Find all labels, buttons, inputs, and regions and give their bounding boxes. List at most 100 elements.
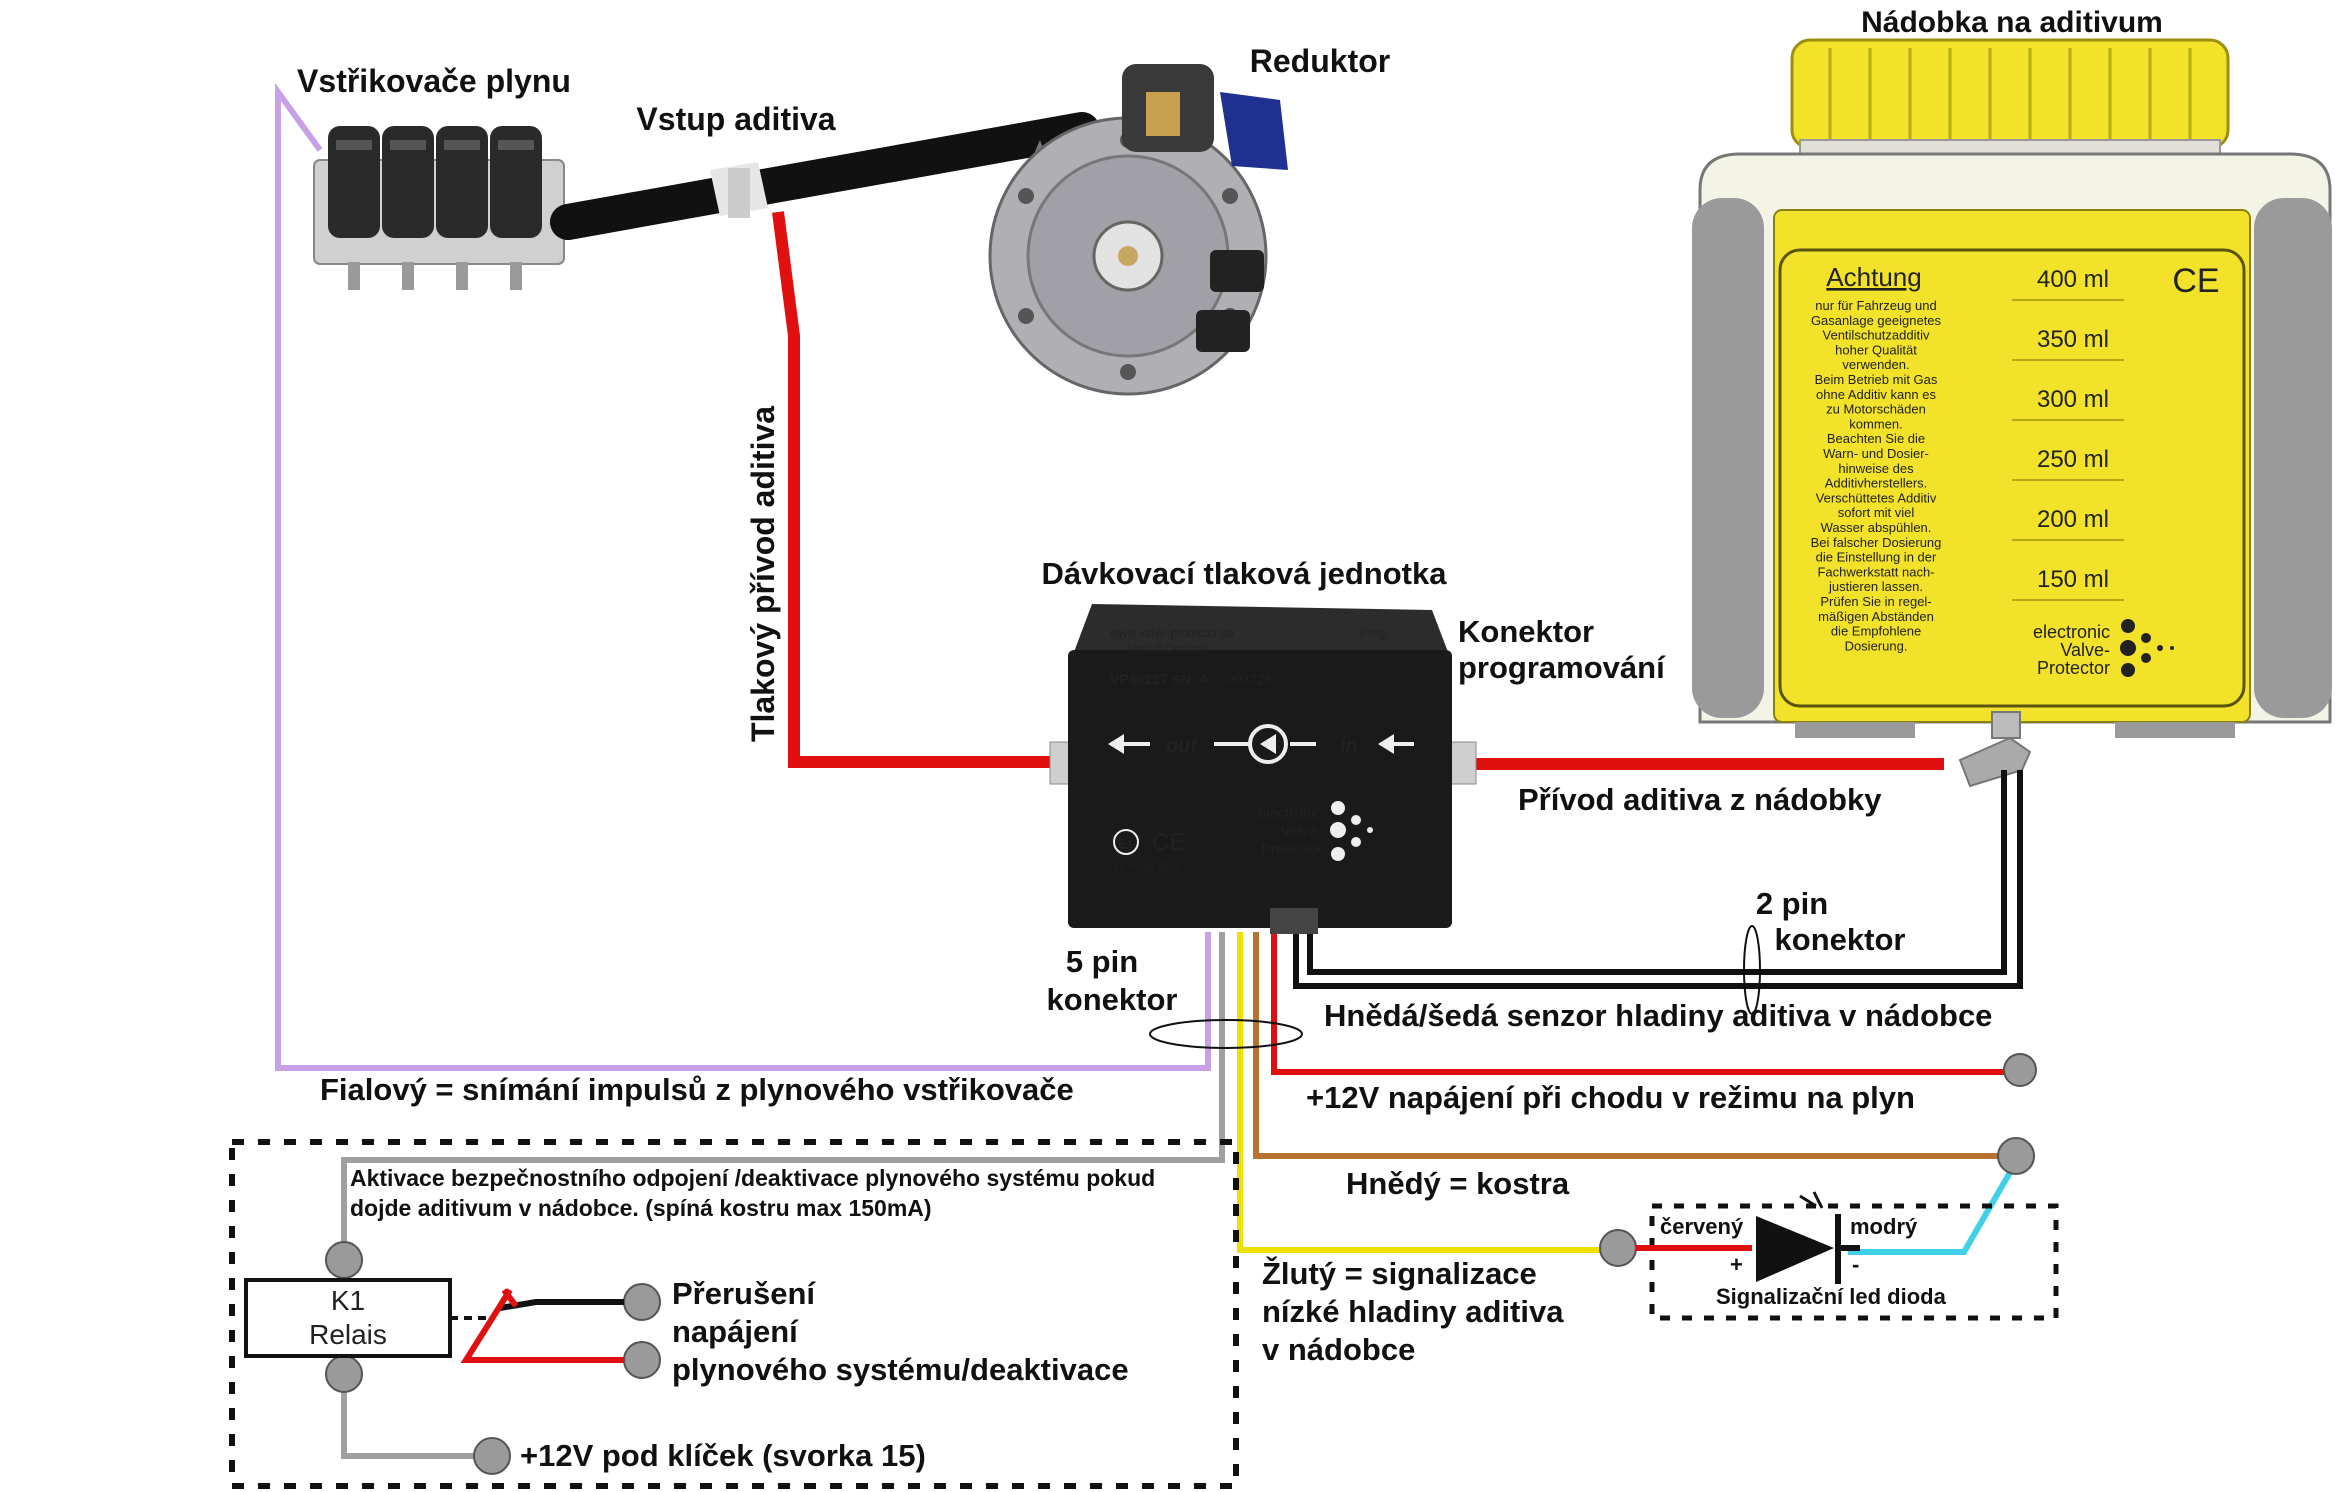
warning-line: die Einstellung in der — [1816, 550, 1937, 565]
gas-injectors — [313, 126, 565, 290]
dosing-unit: www.valve-protector.de Made in Germany P… — [1049, 604, 1477, 934]
gas-hose — [550, 112, 1100, 240]
additive-lines — [772, 211, 1944, 770]
label-led-red: červený — [1660, 1214, 1744, 1239]
unit-in: in — [1340, 735, 1358, 757]
label-led-plus: + — [1730, 1252, 1743, 1277]
terminal-plus12-gas — [2003, 1053, 2037, 1087]
warning-line: ohne Additiv kann es — [1816, 387, 1936, 402]
relay-terminal-bottom — [325, 1355, 363, 1393]
container-brand-3: Protector — [2037, 658, 2110, 678]
unit-ce: CE — [1152, 829, 1185, 856]
label-key12: +12V pod klíček (svorka 15) — [520, 1438, 926, 1473]
label-prog-connector-1: Konektor — [1458, 614, 1594, 649]
warning-line: zu Motorschäden — [1826, 402, 1926, 417]
warning-line: sofort mit viel — [1838, 505, 1915, 520]
warning-line: justieren lassen. — [1828, 579, 1923, 594]
label-led-blue: modrý — [1850, 1214, 1918, 1239]
warning-line: Fachwerkstatt nach- — [1817, 564, 1934, 579]
label-yellow-1: Žlutý = signalizace — [1262, 1255, 1537, 1291]
label-yellow-2: nízké hladiny aditiva — [1262, 1294, 1564, 1329]
label-pin2-2: konektor — [1775, 922, 1906, 957]
terminal-ground — [1997, 1137, 2035, 1175]
level-400: 400 ml — [2037, 266, 2109, 293]
level-250: 250 ml — [2037, 446, 2109, 473]
warning-line: hinweise des — [1838, 461, 1914, 476]
pin5-marker — [1149, 1019, 1303, 1049]
label-interrupt-2: napájení — [672, 1314, 799, 1349]
container-brand-dots-icon — [2120, 619, 2174, 677]
label-pin5-2: konektor — [1047, 982, 1178, 1017]
warning-line: hoher Qualität — [1835, 342, 1917, 357]
label-interrupt-1: Přerušení — [672, 1276, 816, 1311]
level-150: 150 ml — [2037, 566, 2109, 593]
label-injectors: Vstřikovače plynu — [297, 63, 571, 99]
warning-line: Beim Betrieb mit Gas — [1815, 372, 1938, 387]
warning-line: Bei falscher Dosierung — [1811, 535, 1942, 550]
pin2-marker — [1743, 925, 1761, 1015]
key-terminal — [473, 1437, 511, 1475]
label-additive-inlet: Vstup aditiva — [636, 101, 835, 137]
container-ce-mark: CE — [2172, 262, 2219, 300]
label-led-minus: - — [1852, 1252, 1859, 1277]
unit-approval: 10 R - 03 5516 — [1114, 862, 1181, 873]
unit-brand-dots-icon — [1330, 801, 1373, 861]
unit-out: out — [1166, 735, 1198, 757]
unit-serial: VP40127 SN: 4- — [1110, 671, 1212, 687]
unit-brand-1: electronic — [1258, 805, 1323, 822]
interrupt-terminal-1 — [623, 1283, 661, 1321]
warning-line: Additivherstellers. — [1825, 476, 1928, 491]
warning-line: kommen. — [1849, 416, 1902, 431]
label-pressure-supply: Tlakový přívod aditiva — [745, 406, 781, 742]
label-pin2-1: 2 pin — [1756, 886, 1828, 921]
container-brand-2: Valve- — [2060, 640, 2110, 660]
label-led-title: Signalizační led dioda — [1716, 1284, 1947, 1309]
unit-website: www.valve-protector.de — [1109, 626, 1234, 640]
relay-section: K1 Relais — [229, 1139, 1239, 1489]
label-activation-1: Aktivace bezpečnostního odpojení /deakti… — [350, 1165, 1155, 1191]
unit-brand-2: Valve- — [1281, 823, 1322, 840]
warning-line: Wasser abspühlen. — [1821, 520, 1932, 535]
level-350: 350 ml — [2037, 326, 2109, 353]
unit-e-mark: E1 — [1118, 836, 1134, 851]
wire-harness — [275, 82, 2023, 1459]
label-pin5-1: 5 pin — [1066, 944, 1138, 979]
label-supply-from-container: Přívod aditiva z nádobky — [1518, 782, 1882, 817]
led-diode-icon — [1756, 1216, 1834, 1282]
warning-line: Beachten Sie die — [1827, 431, 1925, 446]
label-container: Nádobka na aditivum — [1861, 6, 2163, 39]
e-mark-icon — [1113, 829, 1139, 855]
label-dosing-unit: Dávkovací tlaková jednotka — [1042, 556, 1448, 591]
relay-terminal-top — [325, 1241, 363, 1279]
terminal-yellow — [1599, 1229, 1637, 1267]
container-brand-1: electronic — [2033, 622, 2110, 642]
label-level-sensor: Hnědá/šedá senzor hladiny aditiva v nádo… — [1324, 998, 1992, 1033]
warning-line: Warn- und Dosier- — [1823, 446, 1929, 461]
level-300: 300 ml — [2037, 386, 2109, 413]
label-purple-wire: Fialový = snímání impulsů z plynového vs… — [320, 1072, 1074, 1107]
warning-line: Prüfen Sie in regel- — [1820, 594, 1931, 609]
label-yellow-3: v nádobce — [1262, 1332, 1415, 1367]
unit-made-in: Made in Germany — [1128, 643, 1207, 654]
warning-line: Ventilschutzadditiv — [1823, 328, 1930, 343]
label-prog-connector-2: programování — [1458, 650, 1666, 685]
label-interrupt-3: plynového systému/deaktivace — [672, 1352, 1129, 1387]
warning-line: Gasanlage geeignetes — [1811, 313, 1942, 328]
relay-label-2: Relais — [309, 1319, 387, 1350]
label-brown-ground: Hnědý = kostra — [1346, 1166, 1570, 1201]
reducer — [988, 64, 1288, 396]
achtung-heading: Achtung — [1826, 262, 1921, 292]
unit-serial-suffix: 003225 — [1226, 671, 1273, 687]
label-activation-2: dojde aditivum v nádobce. (spíná kostru … — [350, 1195, 932, 1221]
relay-k1 — [244, 1278, 452, 1358]
level-200: 200 ml — [2037, 506, 2109, 533]
label-plus12-gas: +12V napájení při chodu v režimu na plyn — [1306, 1080, 1915, 1115]
warning-line: nur für Fahrzeug und — [1815, 298, 1936, 313]
interrupt-terminal-2 — [623, 1341, 661, 1379]
container-outlet-fitting — [1991, 711, 2021, 739]
relay-label-1: K1 — [331, 1285, 365, 1316]
label-reducer: Reduktor — [1250, 43, 1390, 79]
warning-line: verwenden. — [1842, 357, 1909, 372]
